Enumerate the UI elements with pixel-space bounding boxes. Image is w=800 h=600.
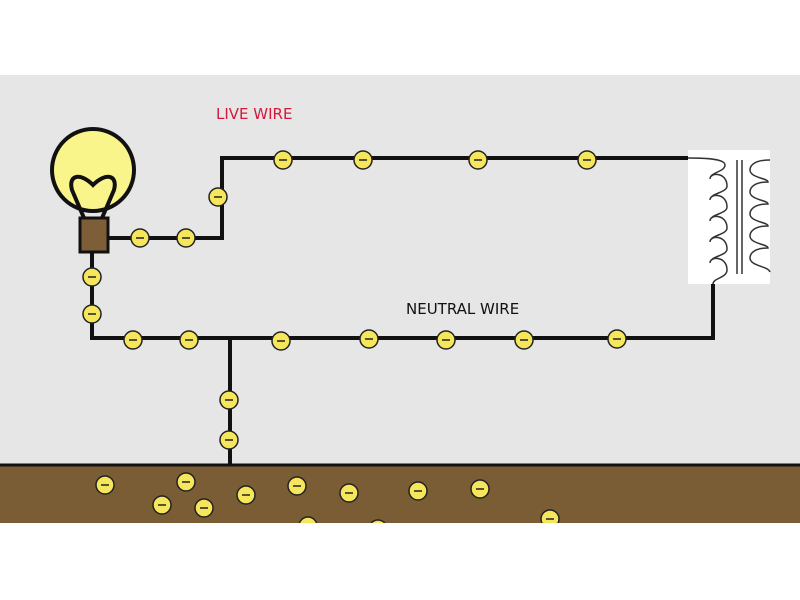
electron <box>152 495 172 515</box>
electron <box>176 472 196 492</box>
electron <box>577 150 597 170</box>
electron <box>236 485 256 505</box>
electron <box>271 331 291 351</box>
transformer <box>687 150 771 285</box>
bulb-filament <box>69 174 117 219</box>
neutral-wire-label: NEUTRAL WIRE <box>406 300 519 318</box>
bulb-base <box>78 216 110 254</box>
electron <box>339 483 359 503</box>
ground-earth <box>0 465 800 523</box>
electron <box>123 330 143 350</box>
neutral-wire <box>90 252 715 340</box>
electron <box>219 390 239 410</box>
live-wire-label: LIVE WIRE <box>216 105 292 123</box>
electron <box>176 228 196 248</box>
electron <box>82 304 102 324</box>
light-bulb <box>50 127 136 254</box>
electron <box>208 187 228 207</box>
electron <box>359 329 379 349</box>
electron <box>95 475 115 495</box>
background-panel <box>0 75 800 465</box>
primary-coil <box>687 157 728 285</box>
electron <box>287 476 307 496</box>
electron <box>470 479 490 499</box>
electron <box>179 330 199 350</box>
electron <box>130 228 150 248</box>
bottom-margin <box>0 523 800 600</box>
electron <box>194 498 214 518</box>
electron <box>468 150 488 170</box>
electron <box>514 330 534 350</box>
electron <box>82 267 102 287</box>
secondary-coil <box>749 159 771 273</box>
electron <box>219 430 239 450</box>
electron <box>436 330 456 350</box>
electron <box>353 150 373 170</box>
electron <box>607 329 627 349</box>
electron <box>408 481 428 501</box>
electron <box>273 150 293 170</box>
